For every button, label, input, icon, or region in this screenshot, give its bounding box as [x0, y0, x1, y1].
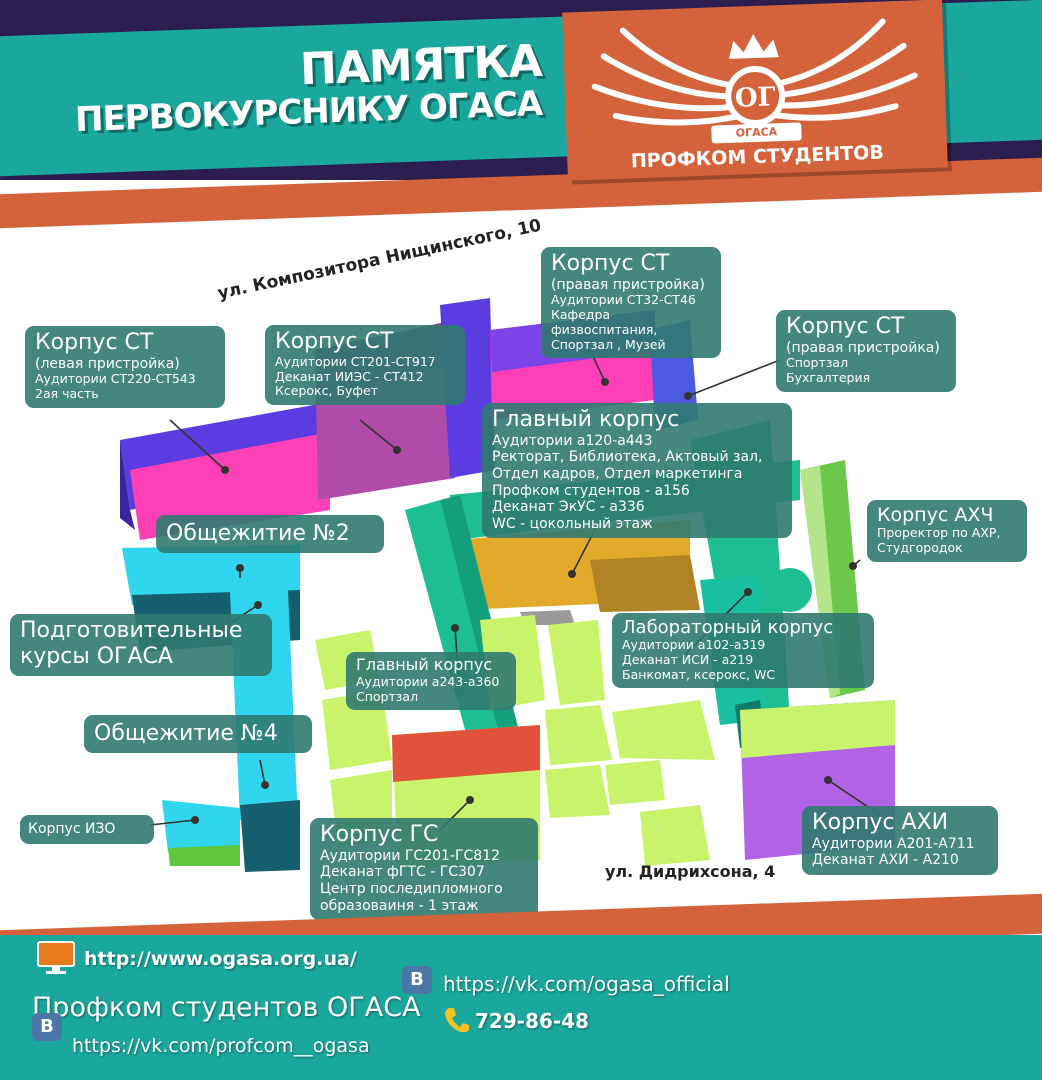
label-ahch: Корпус АХЧ Проректор по АХР, Студгородок — [867, 500, 1027, 562]
crown-icon — [728, 34, 779, 59]
label-st-right-2: Корпус СТ (правая пристройка) Спортзал Б… — [776, 310, 956, 392]
building-izo[interactable] — [162, 800, 240, 866]
label-dorm-4: Общежитие №4 — [84, 715, 312, 753]
svg-text:OГ: OГ — [734, 82, 776, 113]
label-main-2: Главный корпус Аудитории а243-а360 Спорт… — [346, 652, 516, 711]
label-prep-courses: Подготовительные курсы ОГАСА — [10, 614, 272, 676]
label-izo: Корпус ИЗО — [20, 815, 154, 844]
footer-background — [0, 935, 1042, 1080]
vk-profcom-link[interactable]: https://vk.com/profcom__ogasa — [72, 1035, 370, 1057]
label-st-right-1: Корпус СТ (правая пристройка) Аудитории … — [541, 247, 721, 359]
label-dorm-2: Общежитие №2 — [156, 515, 384, 553]
wings-icon: OГ — [591, 18, 918, 126]
website-link[interactable]: http://www.ogasa.org.ua/ — [84, 948, 357, 970]
building-st-left[interactable] — [120, 402, 330, 540]
label-gs: Корпус ГС Аудитории ГС201-ГС812 Деканат … — [310, 818, 538, 921]
label-ahi: Корпус АХИ Аудитории А201-А711 Деканат А… — [802, 806, 998, 875]
phone-number[interactable]: 729-86-48 — [475, 1009, 590, 1033]
vk-official-link[interactable]: https://vk.com/ogasa_official — [443, 972, 730, 996]
label-st-middle: Корпус СТ Аудитории СТ201-СТ917 Деканат … — [265, 325, 465, 406]
vk-icon: B — [32, 1013, 62, 1041]
pointer-dots — [191, 378, 857, 824]
profcom-logo: OГ ОГАСА ПРОФКОМ СТУДЕНТОВ — [562, 0, 948, 181]
label-main: Главный корпус Аудитории а120-а443 Ректо… — [482, 403, 792, 539]
vk-icon: B — [402, 966, 432, 994]
org-name: Профком студентов ОГАСА — [32, 992, 421, 1023]
label-lab: Лабораторный корпус Аудитории а102-а319 … — [612, 613, 874, 689]
street-bottom: ул. Дидрихсона, 4 — [605, 862, 776, 881]
label-st-left: Корпус СТ (левая пристройка) Аудитории С… — [25, 326, 225, 408]
monitor-icon — [37, 941, 75, 974]
phone-icon — [445, 1008, 469, 1033]
